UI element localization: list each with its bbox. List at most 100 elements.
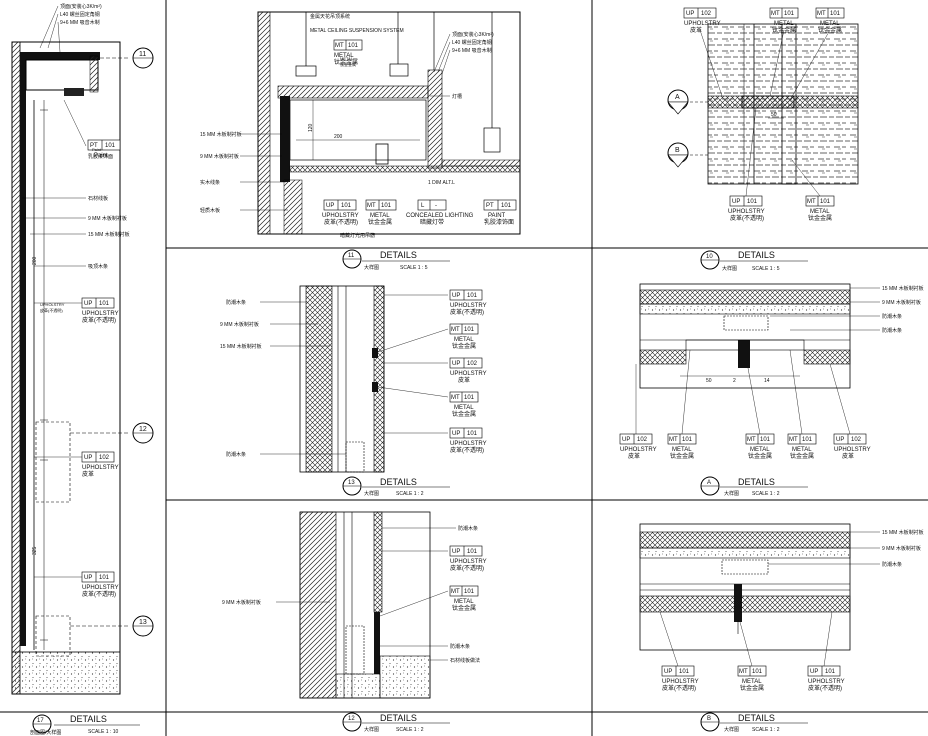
svg-text:UPHOLSTRY: UPHOLSTRY [82, 585, 119, 591]
svg-text:MT: MT [747, 437, 756, 443]
svg-text:DETAILS: DETAILS [738, 250, 775, 260]
panel-11-drawing: 200 120 [257, 11, 521, 235]
svg-text:101: 101 [381, 203, 392, 209]
svg-text:A: A [707, 480, 711, 486]
svg-text:101: 101 [830, 11, 841, 17]
section-marker: 12 [70, 422, 154, 444]
svg-text:METAL: METAL [454, 599, 474, 605]
svg-text:UP: UP [452, 549, 460, 555]
panel-13-drawing [299, 285, 385, 473]
svg-text:MT: MT [771, 11, 780, 17]
svg-text:大样图: 大样图 [364, 490, 379, 497]
svg-text:UP: UP [326, 203, 334, 209]
panel-12-annotations: 防潮木条 9 MM 木板制衬板 防潮木条 石材线板做法 [222, 525, 480, 664]
svg-text:METAL: METAL [454, 337, 474, 343]
svg-text:101: 101 [464, 589, 475, 595]
svg-text:101: 101 [825, 669, 836, 675]
svg-text:UPHOLSTRY: UPHOLSTRY [450, 371, 487, 377]
svg-text:101: 101 [467, 431, 478, 437]
note: 15 MM 木板制衬板 [882, 285, 924, 292]
svg-text:METAL: METAL [742, 679, 762, 685]
section-marker: 11 [100, 47, 154, 69]
svg-text:13: 13 [139, 619, 147, 626]
note: 15 MM 木板制衬板 [200, 131, 242, 138]
svg-text:MT: MT [451, 589, 460, 595]
panel-17-annotations: 顶面(安装心3K/m²) L40 螺丝固定角钢 9+6 MM 吸音木制 乳胶漆饰… [22, 3, 130, 270]
svg-text:MT: MT [807, 199, 816, 205]
svg-text:DETAILS: DETAILS [380, 250, 417, 260]
svg-text:钛金金属: 钛金金属 [818, 26, 842, 34]
svg-text:101: 101 [464, 327, 475, 333]
svg-text:暗藏灯带: 暗藏灯带 [420, 218, 444, 226]
svg-text:-: - [435, 203, 437, 209]
svg-text:UPHOLSTRY: UPHOLSTRY [834, 447, 871, 453]
note: 防潮木条 [226, 299, 246, 306]
svg-text:SCALE 1 : 2: SCALE 1 : 2 [396, 491, 424, 497]
svg-text:DETAILS: DETAILS [738, 713, 775, 723]
svg-text:CONCEALED LIGHTING: CONCEALED LIGHTING [406, 213, 474, 219]
svg-text:102: 102 [637, 437, 648, 443]
svg-text:剖面图/大样图: 剖面图/大样图 [30, 729, 61, 736]
panel-a-dim-a: 50 [706, 378, 712, 384]
svg-text:UP: UP [622, 437, 630, 443]
svg-text:METAL: METAL [750, 447, 770, 453]
note: 9+6 MM 吸音木制 [60, 19, 100, 26]
svg-text:UP: UP [810, 669, 818, 675]
note: 石材线板做法 [450, 657, 480, 664]
svg-text:MT: MT [817, 11, 826, 17]
svg-text:B: B [707, 716, 711, 722]
note: 15 MM 木板制衬板 [220, 343, 262, 350]
svg-text:UPHOLSTRY: UPHOLSTRY [450, 303, 487, 309]
svg-text:10: 10 [706, 254, 713, 260]
svg-text:MT: MT [789, 437, 798, 443]
note: 灯槽 [452, 93, 462, 100]
svg-text:MT: MT [669, 437, 678, 443]
panel-a-drawing [639, 283, 851, 389]
svg-text:UPHOLSTRY: UPHOLSTRY [620, 447, 657, 453]
title-block-17: 17 DETAILS 剖面图/大样图 SCALE 1 : 10 [30, 714, 140, 736]
note: 9 MM 木板制衬板 [88, 215, 127, 222]
panel-10-drawing: 50 [680, 23, 859, 185]
panel-a-annotations: 15 MM 木板制衬板 9 MM 木板制衬板 防潮木条 防潮木条 [770, 285, 924, 334]
hanger-rods [295, 12, 501, 153]
panel-a-dim-c: 14 [764, 378, 770, 384]
svg-text:UP: UP [452, 293, 460, 299]
note: 防潮木条 [882, 313, 902, 320]
svg-text:101: 101 [679, 669, 690, 675]
title-block-a: A DETAILS 大样图 SCALE 1 : 2 [700, 476, 808, 497]
svg-text:钛金金属: 钛金金属 [808, 214, 832, 222]
svg-text:MT: MT [451, 327, 460, 333]
svg-text:钛金金属: 钛金金属 [790, 452, 814, 460]
note: 15 MM 木板制衬板 [88, 231, 130, 238]
title-block-11: 11 DETAILS 大样图 SCALE 1 : 5 [342, 249, 450, 271]
svg-text:钛金金属: 钛金金属 [748, 452, 772, 460]
section-marker-b: B [667, 142, 689, 168]
note: 9 MM 木板制衬板 [222, 599, 261, 606]
svg-text:SCALE 1 : 2: SCALE 1 : 2 [752, 491, 780, 497]
svg-text:101: 101 [467, 549, 478, 555]
svg-text:UPHOLSTRY: UPHOLSTRY [450, 559, 487, 565]
svg-text:102: 102 [467, 361, 478, 367]
title-block-13: 13 DETAILS 大样图 SCALE 1 : 2 [342, 476, 450, 497]
title-block-b: B DETAILS 大样图 SCALE 1 : 2 [700, 712, 808, 733]
svg-text:皮革: 皮革 [628, 452, 640, 460]
svg-text:17: 17 [37, 718, 44, 724]
